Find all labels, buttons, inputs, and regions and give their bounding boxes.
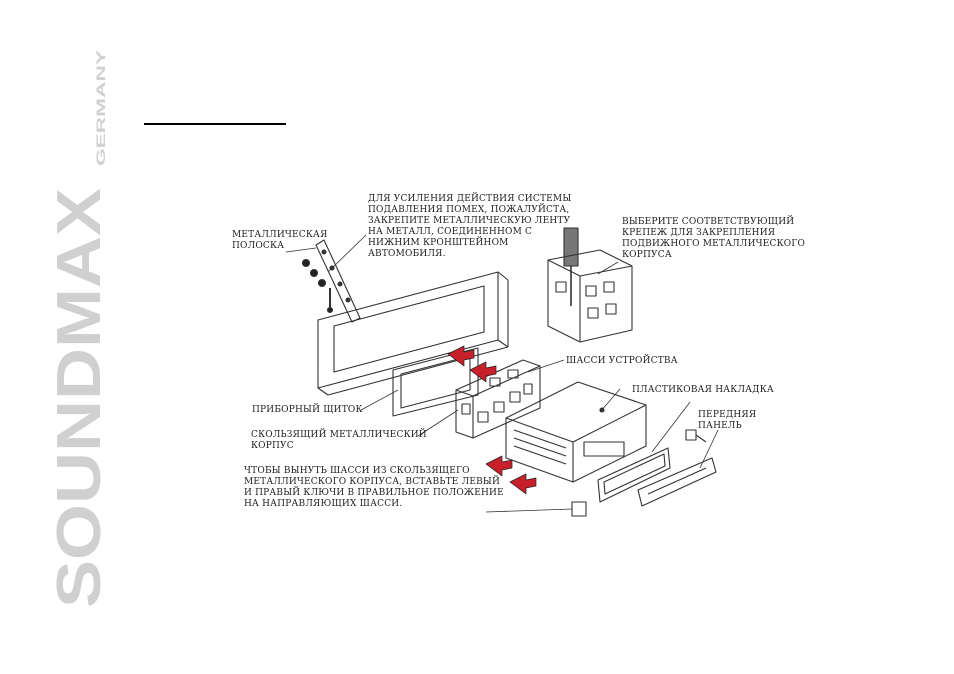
removal-key: [571, 501, 587, 517]
text-line: ПЕРЕДНЯЯ: [698, 410, 757, 420]
brand-name: SOUNDMAX: [45, 188, 108, 608]
text-line: ДЛЯ УСИЛЕНИЯ ДЕЙСТВИЯ СИСТЕМЫ: [368, 194, 572, 204]
brand-logo-graphic: SOUNDMAX GERMANY: [45, 50, 114, 608]
brand-logo: SOUNDMAX GERMANY: [44, 42, 114, 612]
text-line: КРЕПЕЖ ДЛЯ ЗАКРЕПЛЕНИЯ: [622, 228, 776, 238]
text-line: СКОЛЬЗЯЩИЙ МЕТАЛЛИЧЕСКИЙ: [251, 430, 427, 440]
sliding-sleeve: [455, 359, 541, 439]
label-plastic-trim: ПЛАСТИКОВАЯ НАКЛАДКА: [632, 385, 774, 396]
text-line: ПРИБОРНЫЙ ЩИТОК: [252, 405, 363, 415]
text-line: ЧТОБЫ ВЫНУТЬ ШАССИ ИЗ СКОЛЬЗЯЩЕГО: [244, 466, 470, 476]
label-interference: ДЛЯ УСИЛЕНИЯ ДЕЙСТВИЯ СИСТЕМЫ ПОДАВЛЕНИЯ…: [368, 194, 571, 260]
text-line: ШАССИ УСТРОЙСТВА: [566, 356, 678, 366]
text-line: ВЫБЕРИТЕ СООТВЕТСТВУЮЩИЙ: [622, 217, 795, 227]
text-line: НИЖНИМ КРОНШТЕЙНОМ: [368, 238, 509, 248]
connector: [685, 429, 707, 443]
red-arrows: [447, 345, 537, 495]
label-remove: ЧТОБЫ ВЫНУТЬ ШАССИ ИЗ СКОЛЬЗЯЩЕГО МЕТАЛЛ…: [244, 466, 504, 510]
plastic-trim: [597, 447, 671, 503]
label-fastener: ВЫБЕРИТЕ СООТВЕТСТВУЮЩИЙ КРЕПЕЖ ДЛЯ ЗАКР…: [622, 217, 805, 261]
screwdriver-illustration: [547, 227, 633, 343]
text-line: ПАНЕЛЬ: [698, 421, 742, 431]
text-line: ЗАКРЕПИТЕ МЕТАЛЛИЧЕСКУЮ ЛЕНТУ: [368, 216, 571, 226]
text-line: ПОДВИЖНОГО МЕТАЛЛИЧЕСКОГО: [622, 239, 806, 249]
text-line: МЕТАЛЛИЧЕСКОГО КОРПУСА, ВСТАВЬТЕ ЛЕВЫЙ: [244, 477, 501, 487]
unit-chassis: [505, 381, 647, 483]
text-line: НА МЕТАЛЛ, СОЕДИНЕННОМ С: [368, 227, 533, 237]
brand-sub: GERMANY: [94, 50, 108, 166]
leader-lines: [285, 234, 719, 513]
text-line: МЕТАЛЛИЧЕСКАЯ: [232, 230, 328, 240]
text-line: И ПРАВЫЙ КЛЮЧИ В ПРАВИЛЬНОЕ ПОЛОЖЕНИЕ: [244, 488, 504, 498]
text-line: АВТОМОБИЛЯ.: [368, 249, 446, 259]
text-line: НА НАПРАВЛЯЮЩИХ ШАССИ.: [244, 499, 403, 509]
text-line: КОРПУСА: [622, 250, 672, 260]
text-line: ПОЛОСКА: [232, 241, 285, 251]
metal-strip: [301, 239, 361, 323]
label-metal-strip: МЕТАЛЛИЧЕСКАЯ ПОЛОСКА: [232, 230, 328, 252]
installation-diagram: [228, 190, 828, 540]
label-sleeve: СКОЛЬЗЯЩИЙ МЕТАЛЛИЧЕСКИЙ КОРПУС: [251, 430, 427, 452]
label-chassis: ШАССИ УСТРОЙСТВА: [566, 356, 678, 367]
text-line: ПЛАСТИКОВАЯ НАКЛАДКА: [632, 385, 774, 395]
installation-drawing: [285, 227, 719, 517]
text-line: ПОДАВЛЕНИЯ ПОМЕХ, ПОЖАЛУЙСТА,: [368, 205, 570, 215]
heading-underline: [144, 123, 286, 125]
front-panel: [637, 457, 717, 507]
label-dashboard: ПРИБОРНЫЙ ЩИТОК: [252, 405, 363, 416]
label-front-panel: ПЕРЕДНЯЯ ПАНЕЛЬ: [698, 410, 756, 432]
text-line: КОРПУС: [251, 441, 294, 451]
